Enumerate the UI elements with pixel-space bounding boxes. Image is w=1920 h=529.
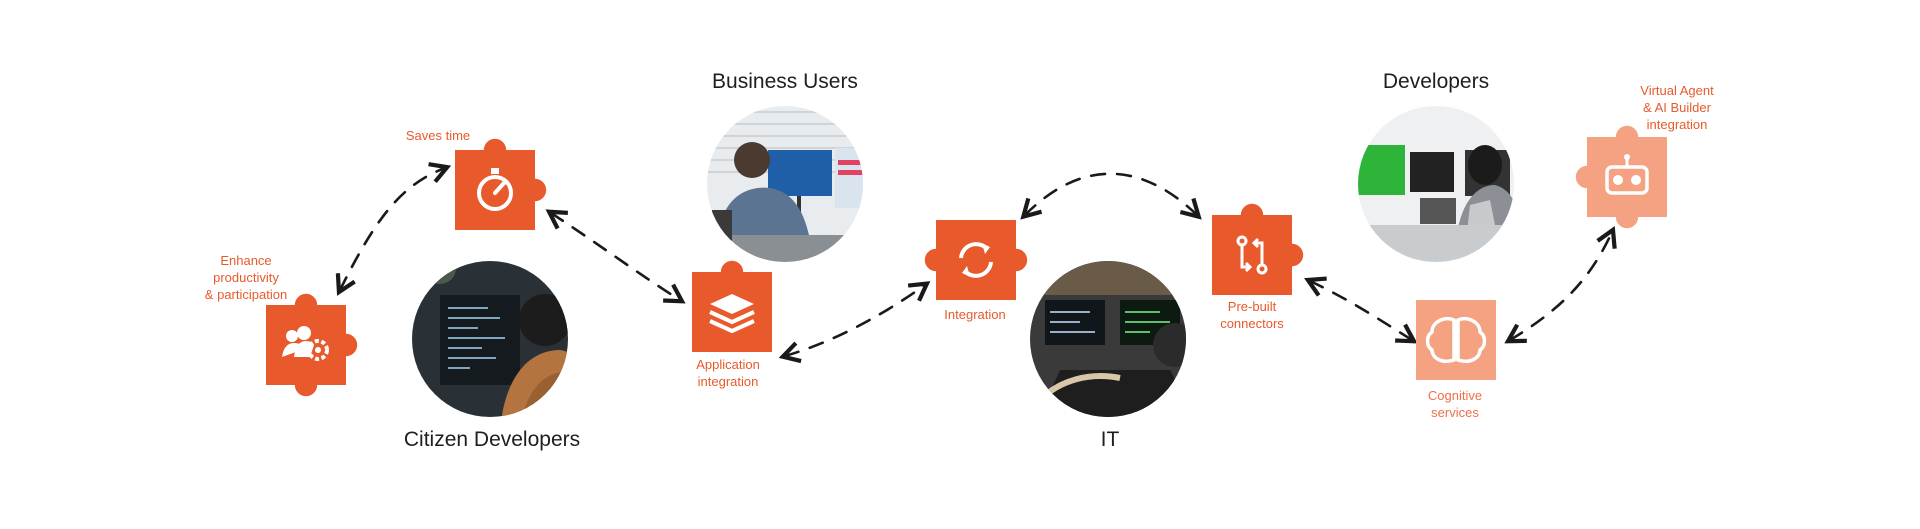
saves-time-piece — [455, 138, 547, 230]
application-integration-piece — [692, 260, 772, 352]
business-users-heading: Business Users — [712, 70, 858, 93]
arrow-integration-to-connectors — [1020, 172, 1202, 220]
cognitive-services-piece — [1416, 300, 1496, 380]
developers-photo — [1358, 106, 1514, 262]
arrow-enhance-to-saves-time — [335, 162, 452, 296]
citizen-developers-photo — [412, 261, 568, 417]
connector-icon — [1236, 235, 1268, 275]
business-users-photo — [707, 106, 863, 262]
brain-icon — [1425, 317, 1487, 363]
virtual-agent-label: Virtual Agent & AI Builder integration — [1640, 83, 1714, 132]
integration-piece — [924, 220, 1028, 300]
virtual-agent-piece — [1575, 125, 1667, 229]
saves-time-label: Saves time — [405, 128, 471, 143]
developers-heading: Developers — [1382, 70, 1490, 93]
cognitive-services-label: Cognitive services — [1427, 388, 1483, 420]
citizen-developers-heading: Citizen Developers — [403, 428, 581, 451]
arrow-connectors-to-cognitive — [1304, 276, 1418, 344]
enhance-productivity-label: Enhance productivity & participation — [204, 253, 288, 302]
arrow-application-to-integration — [778, 281, 931, 364]
sync-icon — [959, 242, 993, 278]
people-gear-icon — [282, 326, 329, 361]
layers-icon — [709, 294, 755, 334]
integration-label: Integration — [944, 307, 1006, 322]
robot-icon — [1605, 154, 1649, 195]
it-heading: IT — [1100, 428, 1120, 451]
it-photo — [1030, 261, 1186, 417]
prebuilt-connectors-piece — [1212, 203, 1304, 295]
stopwatch-icon — [477, 168, 513, 211]
application-integration-label: Application integration — [696, 357, 760, 389]
prebuilt-connectors-label: Pre-built connectors — [1220, 299, 1284, 331]
arrow-cognitive-to-virtual-agent — [1504, 226, 1617, 344]
enhance-productivity-piece — [266, 293, 358, 397]
arrow-saves-time-to-application — [545, 209, 686, 304]
